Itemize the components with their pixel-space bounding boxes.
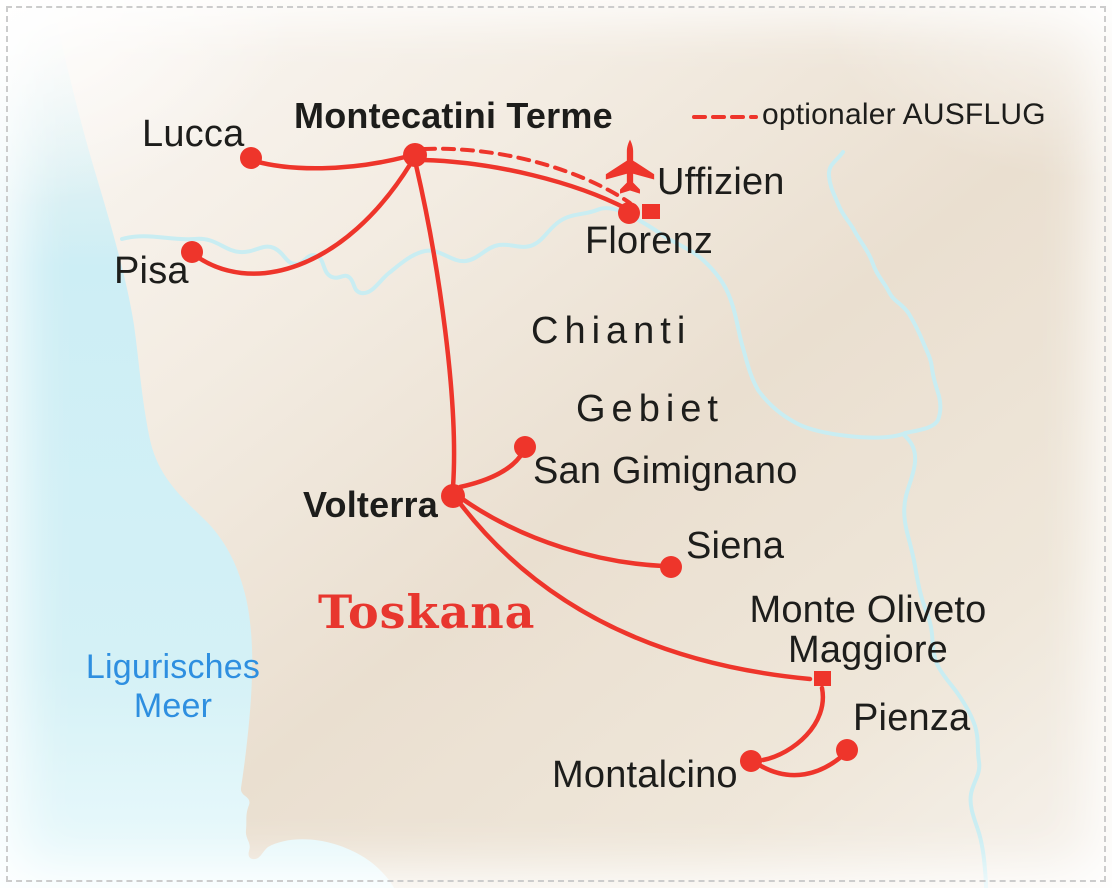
sight-square-uffizien: [642, 204, 660, 219]
city-label-pienza: Pienza: [853, 697, 971, 739]
city-label-pisa: Pisa: [114, 250, 189, 292]
city-label-volterra: Volterra: [303, 484, 438, 525]
legend-label-optional-trip: optionaler AUSFLUG: [762, 98, 1046, 131]
sea-label-ligurisches-meer: Ligurisches Meer: [63, 648, 283, 726]
city-label-lucca: Lucca: [142, 113, 245, 155]
sea-label-line1: Ligurisches: [85, 648, 261, 686]
city-label-montecatini: Montecatini Terme: [294, 95, 613, 136]
city-label-sangimignano: San Gimignano: [533, 450, 798, 492]
region-label-toskana: Toskana: [318, 585, 536, 639]
city-dot-montalcino: [740, 750, 762, 772]
sight-label-monteoliveto: Monte Oliveto Maggiore: [743, 590, 993, 671]
sight-label-monteoliveto-line2: Maggiore: [787, 629, 949, 672]
city-label-montalcino: Montalcino: [552, 754, 738, 796]
sight-label-uffizien: Uffizien: [657, 161, 785, 203]
sea-label-line2: Meer: [133, 687, 213, 726]
city-dot-siena: [660, 556, 682, 578]
sight-label-monteoliveto-line1: Monte Oliveto: [749, 589, 987, 631]
city-label-siena: Siena: [686, 525, 785, 567]
city-dot-volterra: [441, 484, 465, 508]
city-dot-pienza: [836, 739, 858, 761]
region-label-gebiet: Gebiet: [576, 388, 724, 430]
region-label-chianti: Chianti: [531, 310, 692, 352]
sight-square-monteoliveto: [814, 671, 831, 686]
city-label-florenz: Florenz: [585, 220, 714, 262]
city-dot-montecatini: [403, 143, 427, 167]
